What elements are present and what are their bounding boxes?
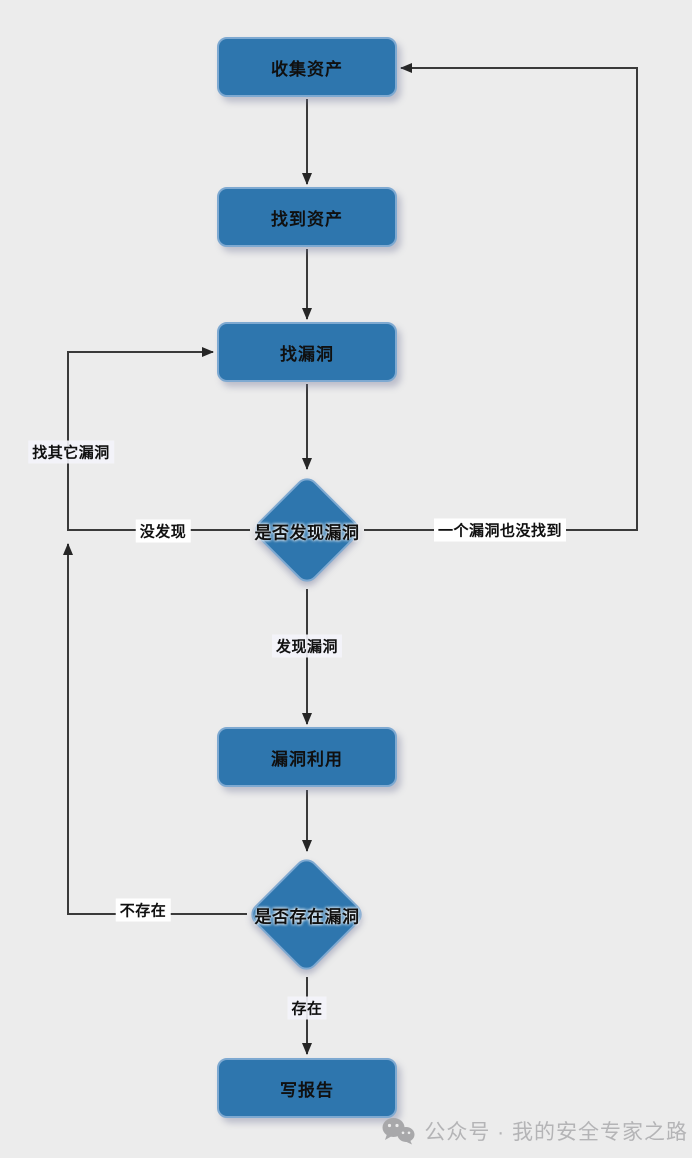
node-find-vulns-label: 找漏洞 — [280, 344, 334, 364]
decision-vuln-exists-label: 是否存在漏洞 — [254, 907, 360, 927]
node-found-assets: 找到资产 — [217, 187, 397, 247]
watermark: 公众号 · 我的安全专家之路 — [381, 1116, 688, 1146]
node-exploit-vuln-label: 漏洞利用 — [271, 749, 343, 769]
node-find-vulns: 找漏洞 — [217, 322, 397, 382]
node-collect-assets-label: 收集资产 — [271, 59, 343, 79]
node-write-report: 写报告 — [217, 1058, 397, 1118]
node-write-report-label: 写报告 — [280, 1080, 334, 1100]
edge-label-find-other-vulns: 找其它漏洞 — [28, 440, 114, 464]
edge-label-vuln-found: 发现漏洞 — [271, 634, 343, 658]
edge-label-not-exists: 不存在 — [115, 898, 171, 922]
node-collect-assets: 收集资产 — [217, 37, 397, 97]
edge-label-exists: 存在 — [287, 996, 327, 1020]
edge-label-no-vuln-found-at-all: 一个漏洞也没找到 — [433, 518, 567, 542]
node-found-assets-label: 找到资产 — [271, 209, 343, 229]
edge-label-not-found: 没发现 — [135, 519, 191, 543]
watermark-text: 公众号 · 我的安全专家之路 — [424, 1121, 688, 1144]
wechat-icon — [382, 1118, 415, 1145]
decision-found-vuln-label: 是否发现漏洞 — [254, 523, 360, 543]
node-exploit-vuln: 漏洞利用 — [217, 727, 397, 787]
